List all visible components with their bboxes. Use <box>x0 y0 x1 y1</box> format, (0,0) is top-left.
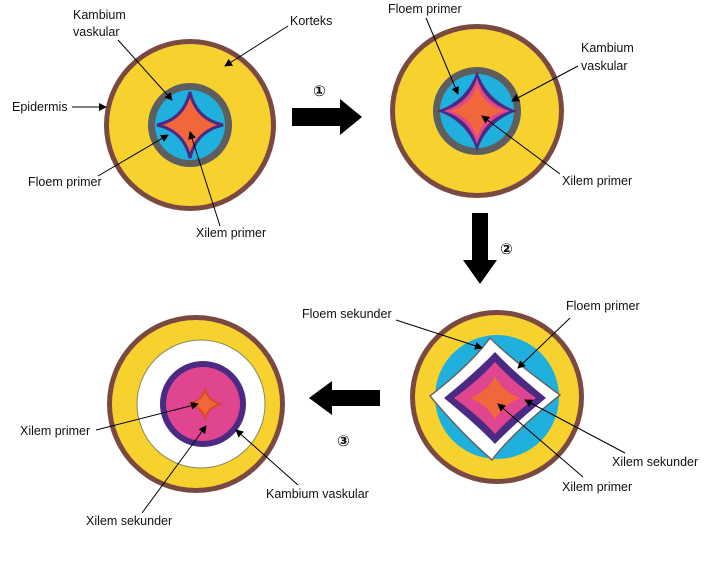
step-2-arrow <box>463 213 497 284</box>
stage-1-label-xilem-primer: Xilem primer <box>196 226 266 240</box>
stage-3-pointer-floem-sekunder <box>395 319 483 350</box>
stage-3-label-xilem-sekunder: Xilem sekunder <box>612 455 698 469</box>
stage-1-label-epidermis: Epidermis <box>12 100 68 114</box>
stage-1-primary-xylem <box>156 91 224 159</box>
stage-3-label-floem-sekunder: Floem sekunder <box>302 307 392 321</box>
stage-3-pointer-floem-primer <box>517 317 571 369</box>
stage-2-label-kambium-line2: vaskular <box>581 59 628 73</box>
stage-1-label-korteks: Korteks <box>290 14 332 28</box>
stage-4-label-kambium-vaskular: Kambium vaskular <box>266 487 369 501</box>
stage-2-cross-section <box>390 24 564 198</box>
stage-3-pointer-xilem-sekunder <box>524 399 626 454</box>
stage-4-pointer-xilem-sekunder <box>141 425 207 514</box>
stage-4-label-xilem-primer: Xilem primer <box>20 424 90 438</box>
stage-1-label-kambium-line1: Kambium <box>73 8 126 22</box>
stage-2-pointer-xilem-primer <box>481 115 561 175</box>
stage-3-label-xilem-primer: Xilem primer <box>562 480 632 494</box>
stage-2-label-xilem-primer: Xilem primer <box>562 174 632 188</box>
stage-2-label-floem-primer: Floem primer <box>388 2 462 16</box>
stage-3-pointer-xilem-primer <box>497 403 584 478</box>
step-3-marker: ③ <box>337 432 350 450</box>
stage-3-primary-xylem <box>470 376 520 420</box>
stage-4-primary-xylem <box>186 386 224 422</box>
stage-2-pointer-floem-primer <box>425 17 459 95</box>
step-1-marker: ① <box>313 82 326 100</box>
stage-1-pointer-korteks <box>224 25 289 67</box>
step-2-marker: ② <box>500 240 513 258</box>
stage-4-pointer-xilem-primer <box>95 401 199 431</box>
stage-2-primary-xylem <box>450 84 504 138</box>
step-3-arrow <box>309 381 380 415</box>
stage-1-pointer-floem-primer <box>97 134 169 177</box>
stage-3-cross-section <box>410 310 584 484</box>
stage-2-pointer-kambium <box>511 65 579 102</box>
stage-4-pointer-kambium-vaskular <box>235 429 299 486</box>
stage-4-label-xilem-sekunder: Xilem sekunder <box>86 514 172 528</box>
step-1-arrow <box>292 99 362 135</box>
stage-2-label-kambium-line1: Kambium <box>581 41 634 55</box>
stage-1-cross-section <box>104 39 276 211</box>
stage-1-label-kambium-line2: vaskular <box>73 25 120 39</box>
stage-1-pointer-kambium <box>117 39 173 101</box>
stage-1-label-floem-primer: Floem primer <box>28 175 102 189</box>
stage-1-pointer-xilem-primer <box>188 131 221 227</box>
stage-3-label-floem-primer: Floem primer <box>566 299 640 313</box>
